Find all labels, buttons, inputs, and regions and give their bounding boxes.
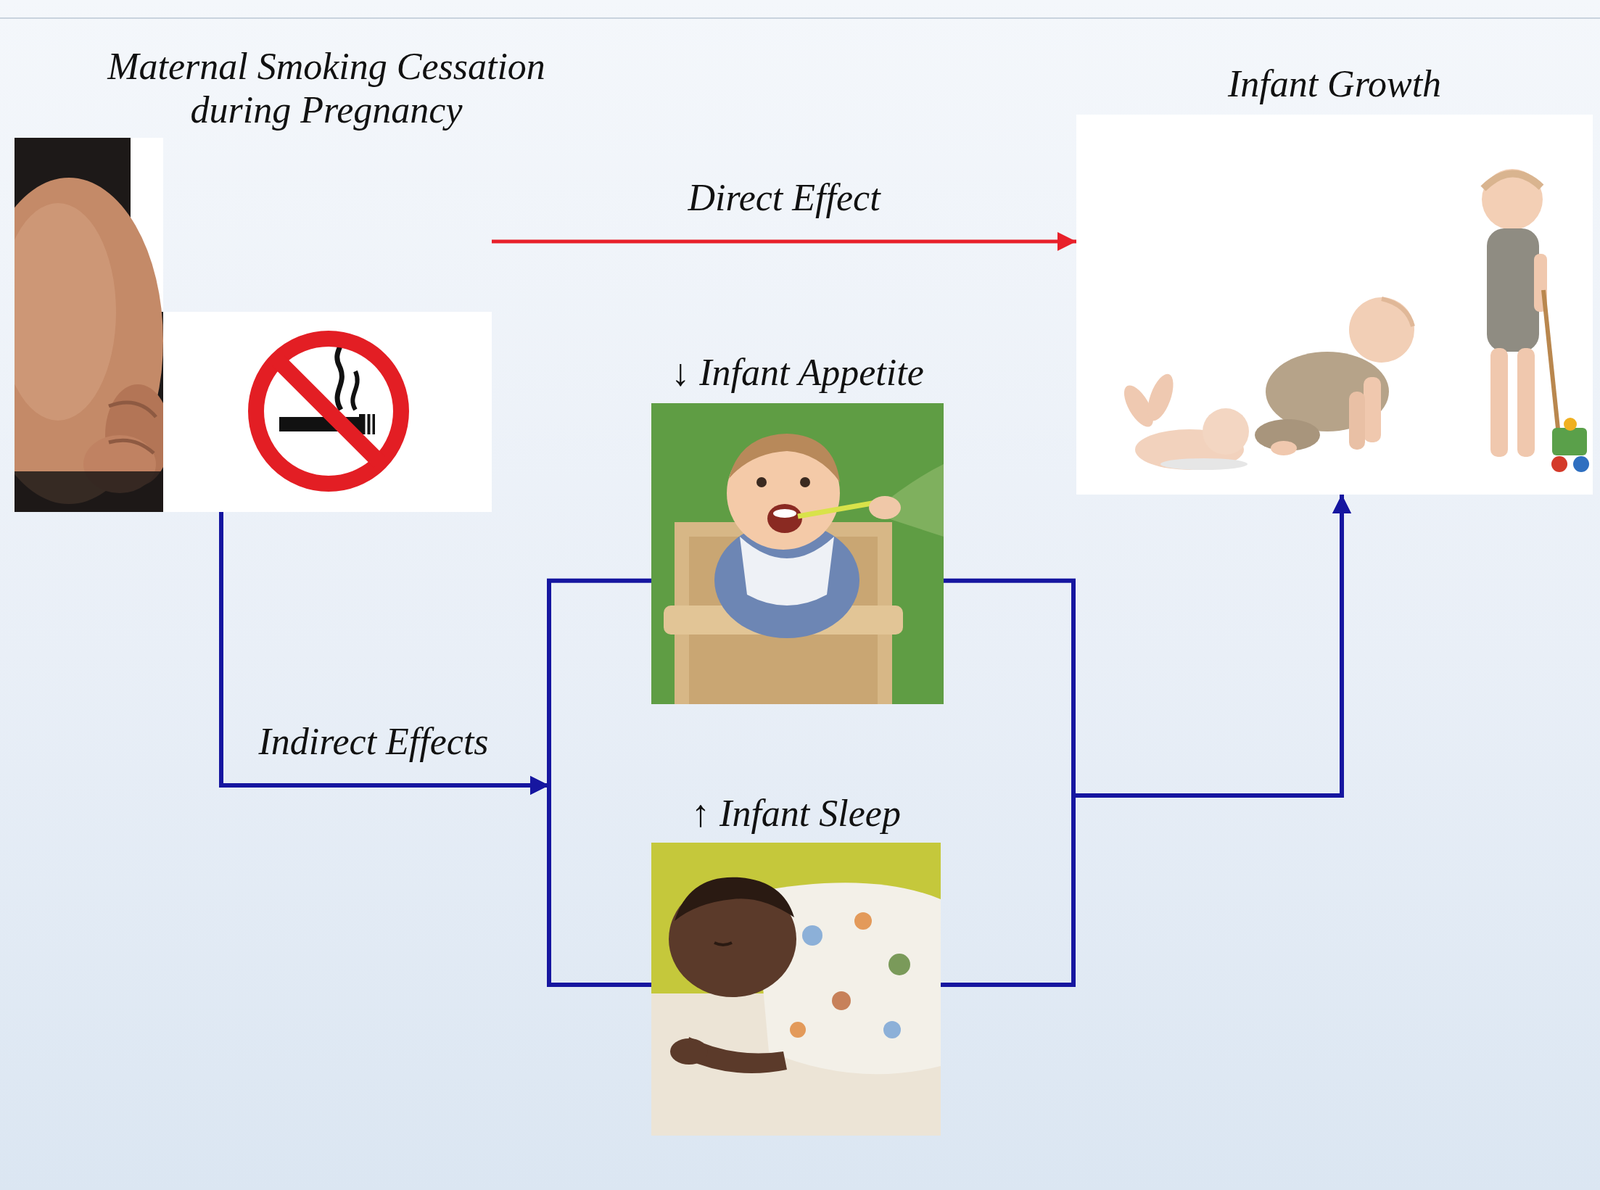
node-heading: ↓ Infant Appetite: [607, 351, 988, 395]
arrowhead: [530, 776, 550, 795]
connector: [491, 232, 1077, 251]
connector-line: [221, 512, 652, 786]
no-smoking-sign: [163, 311, 492, 513]
node-heading: Infant Growth: [1076, 62, 1593, 106]
connector-line: [221, 512, 652, 985]
node-heading: ↑ Infant Sleep: [607, 792, 985, 836]
arrowhead: [1332, 494, 1352, 514]
mediator-node: ↓ Infant Appetite: [651, 403, 944, 705]
connector: [221, 512, 652, 985]
arrowhead: [1057, 232, 1077, 251]
connector: [940, 494, 1352, 985]
feeding-photo: [651, 403, 944, 705]
sleeping-photo: [651, 842, 941, 1136]
belly-photo: [14, 137, 164, 513]
node-heading: Maternal Smoking Cessation during Pregna…: [94, 44, 559, 133]
cause-node: Maternal Smoking Cessation during Pregna…: [14, 137, 492, 513]
arrowhead: [1332, 494, 1352, 514]
edge-label: Direct Effect: [683, 176, 885, 220]
connector: [221, 512, 652, 795]
top-rule: [0, 17, 1600, 19]
connector-line: [491, 240, 1077, 244]
connector-line: [940, 494, 1342, 985]
arrowhead: [530, 776, 550, 795]
outcome-node: Infant Growth: [1076, 114, 1593, 495]
mediator-node: ↑ Infant Sleep: [651, 842, 941, 1136]
connector: [943, 494, 1352, 796]
edge-label: Indirect Effects: [253, 720, 493, 764]
connector-line: [943, 494, 1342, 796]
growth-photo: [1076, 114, 1593, 495]
